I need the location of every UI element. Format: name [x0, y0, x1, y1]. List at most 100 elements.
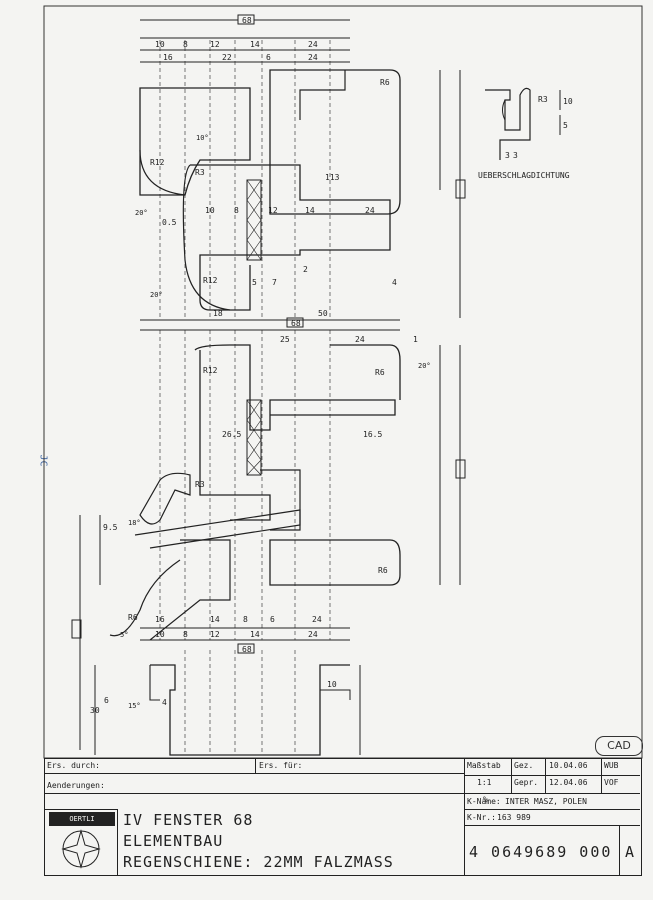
seal-dim-3: 3	[505, 151, 510, 160]
dim-text: 14	[210, 615, 220, 624]
dim-text: 14	[250, 40, 260, 49]
dim-text: 6	[266, 53, 271, 62]
kname-value: INTER MASZ, POLEN	[505, 797, 587, 806]
seal-caption: UEBERSCHLAGDICHTUNG	[478, 171, 570, 180]
dim-text: 10	[327, 680, 337, 689]
dim-text: 8	[234, 206, 239, 215]
radius-text: R6	[378, 566, 388, 575]
top-dim-row-2: 16 22 6 24	[163, 53, 318, 62]
gez-label: Gez.	[514, 761, 534, 770]
weather-seal-detail	[485, 87, 561, 160]
gez-date: 10.04.06	[549, 761, 588, 770]
seal-dim-3b: 3	[513, 151, 518, 160]
dim-text: 4	[162, 698, 167, 707]
dim-text: 8	[183, 40, 188, 49]
dim-text: 0.5	[162, 218, 177, 227]
radius-text: R12	[203, 366, 218, 375]
drawing-number: 4 0649689 000	[469, 843, 613, 861]
radius-labels: R6 R12 R3 R12 R12 R6 R3 R6 R6	[128, 78, 390, 622]
ers-durch-label: Ers. durch:	[47, 761, 100, 770]
dim-text: 16.5	[363, 430, 382, 439]
dim-text: 2	[303, 265, 308, 274]
dim-text: 8	[183, 630, 188, 639]
dim-text: 24	[308, 53, 318, 62]
company-emblem-icon	[61, 829, 101, 869]
technical-drawing: 68 68 68 UEBERSCHLAGDICHTUNG R3 10 5 3 3…	[43, 5, 643, 759]
title-block: Ers. durch: Ers. für: Aenderungen: Maßst…	[44, 758, 642, 876]
gepr-date: 12.04.06	[549, 778, 588, 787]
radius-text: R3	[195, 480, 205, 489]
dim-text: 22	[222, 53, 232, 62]
dim-text: 10	[155, 630, 165, 639]
angle-text: 15°	[128, 702, 141, 710]
dim-text: 16	[163, 53, 173, 62]
radius-text: R3	[195, 168, 205, 177]
massstab-value: 1:1	[477, 778, 492, 787]
dim-text: 6	[270, 615, 275, 624]
dim-text: 24	[355, 335, 365, 344]
dim-text: 24	[365, 206, 375, 215]
angle-text: 10°	[196, 134, 209, 142]
dim-text: 12	[268, 206, 278, 215]
dim-text: 7	[272, 278, 277, 287]
angle-text: 18°	[128, 519, 141, 527]
dim-text: 14	[250, 630, 260, 639]
mid-dim-row: 10 8 12 14 24	[205, 206, 375, 215]
title-line-3: REGENSCHIENE: 22MM FALZMASS	[123, 853, 394, 871]
title-line-2: ELEMENTBAU	[123, 832, 224, 850]
top-profile-section	[139, 14, 466, 331]
revision-letter: A	[625, 843, 637, 861]
angle-text: 20°	[135, 209, 148, 217]
bottom-dim-row-2: 10 8 12 14 24	[155, 630, 318, 639]
dim-text: 24	[308, 630, 318, 639]
massstab-sub: %	[483, 795, 488, 804]
drawing-frame	[43, 5, 643, 759]
mid-width-label: 68	[291, 319, 301, 328]
knr-label: K-Nr.:	[467, 813, 496, 822]
radius-text: R12	[203, 276, 218, 285]
title-line-1: IV FENSTER 68	[123, 811, 254, 829]
dim-text: 6	[104, 696, 109, 705]
gepr-label: Gepr.	[514, 778, 539, 787]
angle-text: 20°	[418, 362, 431, 370]
seal-radius-label: R3	[538, 95, 548, 104]
knr-value: 163 989	[497, 813, 531, 822]
radius-text: R6	[380, 78, 390, 87]
bottom-profile-section	[94, 627, 361, 756]
dim-text: 16	[155, 615, 165, 624]
dim-text: 14	[305, 206, 315, 215]
dim-text: 5	[252, 278, 257, 287]
dim-text: 18	[213, 309, 223, 318]
aenderungen-label: Aenderungen:	[47, 781, 105, 790]
radius-text: R6	[375, 368, 385, 377]
dim-text: 30	[90, 706, 100, 715]
radius-text: R6	[128, 613, 138, 622]
top-width-label: 68	[242, 16, 252, 25]
dim-text: 10	[205, 206, 215, 215]
dim-text: 26.5	[222, 430, 241, 439]
dim-text: 24	[312, 615, 322, 624]
seal-dim-5: 5	[563, 121, 568, 130]
angle-text: 5°	[120, 631, 128, 639]
seal-dim-10: 10	[563, 97, 573, 106]
radius-text: R12	[150, 158, 165, 167]
gez-sign: WUB	[604, 761, 619, 770]
top-dim-row-1: 10 8 12 14 24	[155, 40, 318, 49]
middle-profile-section	[71, 317, 466, 750]
dim-text: 50	[318, 309, 328, 318]
dim-text: 9.5	[103, 523, 118, 532]
gepr-sign: VOF	[604, 778, 619, 787]
dim-text: 1	[413, 335, 418, 344]
massstab-label: Maßstab	[467, 761, 501, 770]
company-logo: OERTLI	[49, 812, 115, 826]
misc-dim-labels: 0.5 113 2 4 50 18 25 24 26.5 16.5 9.5 6 …	[90, 173, 418, 715]
dim-text: 10	[155, 40, 165, 49]
dim-text: 113	[325, 173, 340, 182]
ers-fuer-label: Ers. für:	[259, 761, 303, 770]
bottom-dim-row: 16 14 8 6 24	[155, 615, 322, 624]
cad-stamp: CAD	[595, 736, 643, 756]
dim-text: 12	[210, 40, 220, 49]
dim-text: 4	[392, 278, 397, 287]
dim-text: 24	[308, 40, 318, 49]
angle-labels: 10° 20° 20° 20° 18° 5° 15°	[120, 134, 431, 710]
